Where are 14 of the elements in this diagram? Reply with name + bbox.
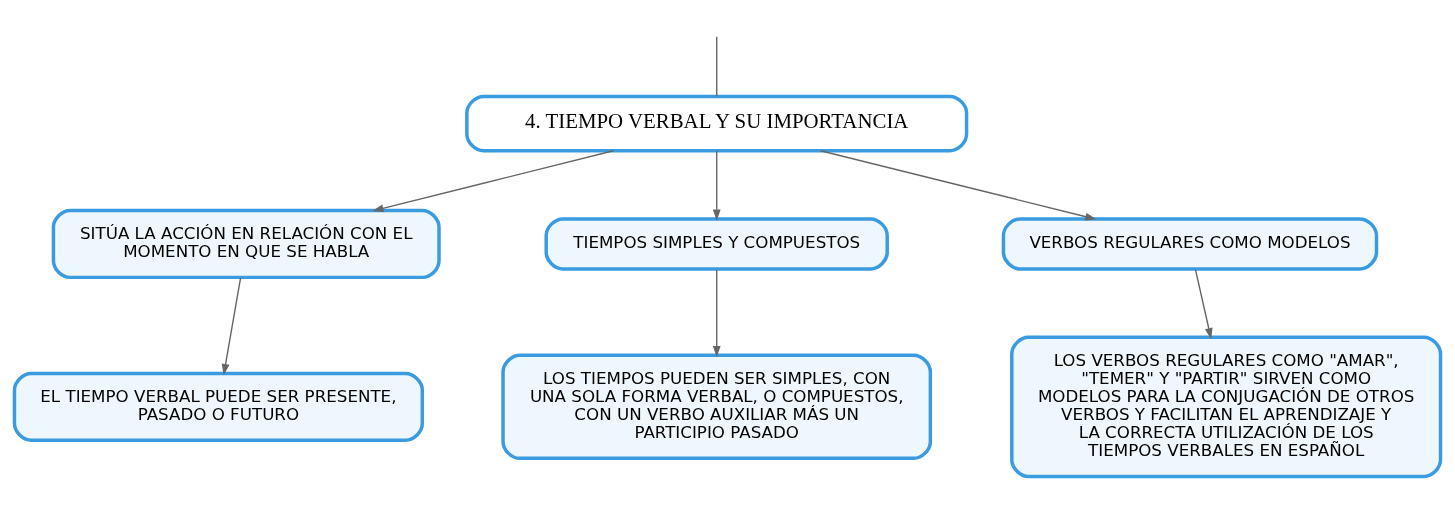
- node-box: SITÚA LA ACCIÓN EN RELACIÓN CON EL MOMENTO EN QUE SE HABLA: [51, 208, 441, 279]
- arrow: [712, 149, 721, 221]
- node-box: LOS TIEMPOS PUEDEN SER SIMPLES, CON UNA SOLA FORMA VERBAL, O COMPUESTOS, CON UN VERBO AUXILIAR MÁS UN PARTICIPIO PASADO: [501, 353, 933, 460]
- arrow: [819, 149, 1097, 220]
- arrow: [712, 268, 721, 357]
- arrow: [1194, 268, 1213, 339]
- node-box: EL TIEMPO VERBAL PUEDE SER PRESENTE, PASADO O FUTURO: [12, 371, 425, 442]
- arrow: [221, 276, 242, 375]
- node-box: TIEMPOS SIMPLES Y COMPUESTOS: [544, 216, 889, 271]
- node-box: LOS VERBOS REGULARES COMO "AMAR", "TEMER" Y "PARTIR" SIRVEN COMO MODELOS PARA LA CONJUGACIÓN DE OTROS VERBOS Y FACILITAN EL APRENDIZAJE Y LA CORRECTA UTILIZACIÓN DE LOS TIEMPOS VERBALES EN ESPAÑOL: [1010, 335, 1443, 478]
- node-box: VERBOS REGULARES COMO MODELOS: [1001, 216, 1379, 271]
- node-box: 4. TIEMPO VERBAL Y SU IMPORTANCIA: [465, 94, 969, 152]
- connector: [716, 35, 718, 97]
- arrow: [372, 149, 615, 212]
